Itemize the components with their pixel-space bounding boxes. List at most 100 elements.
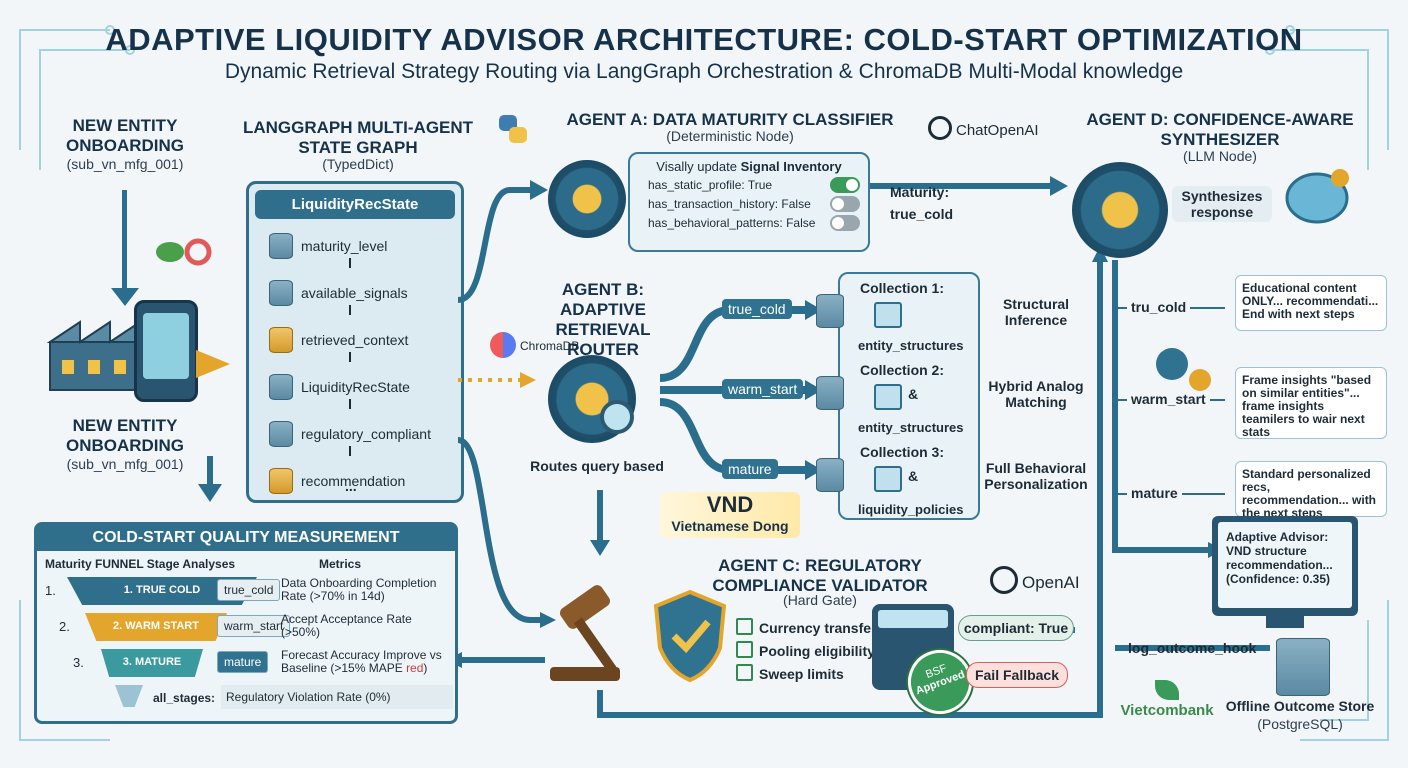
signal-list: has_static_profile: True has_transaction_… — [630, 174, 868, 231]
page-subtitle: Dynamic Retrieval Strategy Routing via L… — [224, 60, 1184, 83]
agent-d-subtitle: (LLM Node) — [1183, 148, 1257, 164]
magnifier-icon — [600, 400, 634, 434]
state-field: regulatory_compliant — [269, 421, 431, 447]
maturity-label: Maturity: — [890, 184, 950, 200]
openai-logo: OpenAI — [990, 566, 1080, 594]
measurement-title: COLD-START QUALITY MEASUREMENT — [37, 525, 455, 551]
maturity-output: Maturity: true_cold — [890, 184, 1030, 222]
collection-content-icon — [874, 384, 902, 410]
state-field: LiquidityRecState — [269, 374, 410, 400]
output-text-box: Frame insights "based on similar entitie… — [1235, 367, 1387, 439]
onboarding-bottom-title: NEW ENTITY ONBOARDING — [65, 416, 185, 455]
mobile-bank-app-icon — [134, 300, 198, 402]
state-field: maturity_level — [269, 233, 387, 259]
page-title: ADAPTIVE LIQUIDITY ADVISOR ARCHITECTURE:… — [105, 22, 1303, 57]
collection-content-icon — [874, 302, 902, 328]
collection-name: entity_structures — [858, 420, 964, 435]
state-field: retrieved_context — [269, 327, 408, 353]
collection-name: liquidity_policies — [858, 502, 964, 517]
collection-database-icon — [816, 294, 844, 328]
funnel-stage-label: 3. MATURE — [122, 656, 182, 668]
collection-description: Full Behavioral Personalization — [984, 460, 1088, 492]
state-database-icon — [269, 233, 293, 259]
factory-icon — [40, 312, 150, 392]
output-text-box: Standard personalized recs, recommendati… — [1235, 461, 1387, 517]
compliance-check: Pooling eligibility — [736, 641, 886, 659]
checkbox-icon — [736, 641, 753, 658]
signal-label: has_transaction_history: False — [648, 197, 811, 211]
synthesizes-response-label: Synthesizes response — [1172, 186, 1272, 222]
collection-content-icon — [874, 466, 902, 492]
state-field: available_signals — [269, 280, 408, 306]
agent-c-title: AGENT C: REGULATORY COMPLIANCE VALIDATOR — [712, 556, 928, 595]
route-arrow-head — [805, 380, 822, 400]
signal-toggle[interactable] — [830, 215, 860, 231]
small-gears-icon — [1150, 340, 1220, 396]
state-database-icon — [269, 421, 293, 447]
collection-title: Collection 1: — [860, 280, 945, 296]
state-field-label: recommendation — [301, 473, 406, 489]
stage-number: 1. — [45, 583, 56, 598]
state-field-label: LiquidityRecState — [301, 379, 410, 395]
compliant-true-badge: compliant: True — [958, 615, 1074, 641]
toggle-knob — [846, 179, 858, 191]
all-stages-metric: Regulatory Violation Rate (0%) — [221, 685, 453, 709]
state-field-arrow — [349, 446, 351, 456]
vnd-code: VND — [706, 492, 754, 517]
chromadb-circles-icon — [490, 332, 516, 358]
metrics-col-header: Metrics — [319, 557, 362, 571]
synthesizer-gear-icon — [1072, 162, 1168, 258]
collection-title: Collection 2: — [860, 362, 945, 378]
state-field-arrow — [349, 305, 351, 315]
collection-description: Hybrid Analog Matching — [988, 378, 1084, 410]
state-ellipsis: ... — [345, 478, 357, 494]
openai-knot-icon — [928, 116, 952, 140]
state-field-arrow — [349, 258, 351, 268]
collection-name: entity_structures — [858, 338, 964, 353]
collection-amp: & — [908, 468, 919, 484]
state-graph-header: LiquidityRecState — [255, 190, 455, 219]
state-field-label: retrieved_context — [301, 332, 409, 348]
compliance-check: Currency transfer — [736, 618, 886, 636]
signal-label: has_static_profile: True — [648, 178, 773, 192]
monitor-stand — [1266, 616, 1304, 628]
router-gear-icon — [548, 355, 636, 443]
all-stages-label: all_stages: — [153, 691, 216, 705]
signal-label: has_behavioral_patterns: False — [648, 216, 816, 230]
collection-database-icon — [816, 376, 844, 410]
signal-toggle[interactable] — [830, 196, 860, 212]
funnel-stage-label: 2. WARM START — [113, 620, 199, 632]
parrot-logo-icon — [150, 232, 214, 272]
output-route-label: mature — [1127, 485, 1182, 501]
brain-icon — [1282, 162, 1352, 246]
compliance-check-label: Currency transfer — [759, 620, 877, 636]
onboarding-right-arrow — [196, 350, 230, 378]
vietcombank-logo: Vietcombank — [1112, 680, 1222, 720]
route-arrow-head — [805, 300, 822, 320]
stage-number: 3. — [73, 655, 84, 670]
agent-d-title: AGENT D: CONFIDENCE-AWARE SYNTHESIZER — [1086, 110, 1354, 149]
chromadb-logo: ChromaDB — [490, 332, 579, 358]
collection-title: Collection 3: — [860, 444, 945, 460]
state-field: recommendation — [269, 468, 405, 494]
monitor-screen-text: Adaptive Advisor: VND structure recommen… — [1218, 522, 1352, 608]
signal-row: has_static_profile: True — [630, 174, 868, 193]
funnel-tail — [115, 685, 143, 707]
vietcombank-label: Vietcombank — [1120, 702, 1214, 719]
stage-tag: true_cold — [217, 579, 281, 601]
stage-tag: warm_start — [217, 615, 291, 637]
state-database-icon — [269, 374, 293, 400]
route-label: true_cold — [722, 299, 792, 319]
signal-toggle[interactable] — [830, 177, 860, 193]
chromadb-label: ChromaDB — [520, 339, 580, 353]
state-graph-panel: LiquidityRecState maturity_level availabl… — [246, 181, 464, 503]
onboarding-top-id: (sub_vn_mfg_001) — [66, 156, 184, 172]
measurement-panel: COLD-START QUALITY MEASUREMENT Maturity … — [34, 522, 458, 724]
state-field-label: regulatory_compliant — [301, 426, 431, 442]
agent-a-subtitle: (Deterministic Node) — [666, 128, 794, 144]
outcome-store-title: Offline Outcome Store — [1225, 698, 1375, 714]
